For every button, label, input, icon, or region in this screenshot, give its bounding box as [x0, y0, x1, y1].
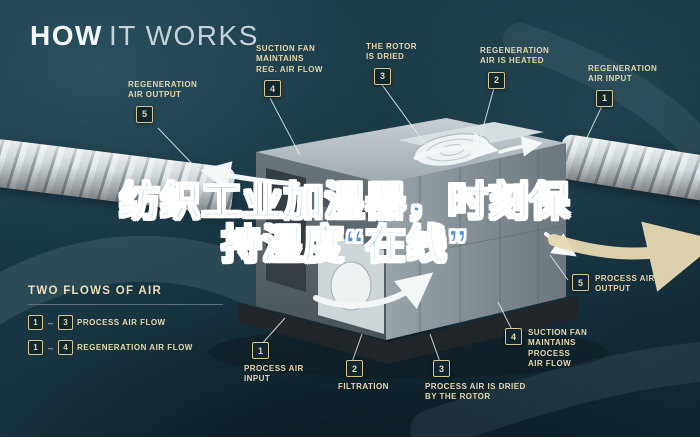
legend-heading: TWO FLOWS OF AIR — [28, 285, 163, 297]
callout-filtration: 2 FILTRATION — [338, 360, 408, 392]
legend-two-flows: TWO FLOWS OF AIR 1 – 3 PROCESS AIR FLOW … — [28, 285, 223, 355]
callout-label: SUCTION FAN MAINTAINS PROCESS AIR FLOW — [528, 328, 588, 369]
callout-label: REGENERATION AIR OUTPUT — [128, 80, 198, 100]
callout-label: REGENERATION AIR INPUT — [588, 64, 658, 84]
callout-label: FILTRATION — [338, 382, 389, 391]
title-it-works: IT WORKS — [108, 20, 259, 51]
callout-number: 4 — [505, 328, 522, 345]
callout-number: 5 — [572, 274, 589, 291]
legend-label: REGENERATION AIR FLOW — [77, 343, 193, 352]
callout-label: PROCESS AIR OUTPUT — [595, 274, 655, 294]
callout-number: 5 — [136, 105, 153, 123]
callout-label: REGENERATION AIR IS HEATED — [480, 46, 550, 66]
callout-regeneration-air-heated: REGENERATION AIR IS HEATED 2 — [480, 46, 556, 89]
callout-number: 4 — [264, 80, 281, 98]
callout-label: SUCTION FAN MAINTAINS REG. AIR FLOW — [256, 44, 323, 74]
callout-number: 3 — [374, 67, 391, 85]
callout-label: THE ROTOR IS DRIED — [366, 42, 418, 62]
callout-rotor-is-dried: THE ROTOR IS DRIED 3 — [366, 42, 428, 85]
legend-label: PROCESS AIR FLOW — [77, 318, 166, 327]
callout-regeneration-air-output: REGENERATION AIR OUTPUT 5 — [128, 80, 198, 123]
title-how: HOW — [30, 20, 103, 51]
callout-label: PROCESS AIR INPUT — [244, 364, 304, 384]
callout-suction-fan-reg: SUCTION FAN MAINTAINS REG. AIR FLOW 4 — [256, 44, 336, 98]
legend-dash: – — [48, 317, 54, 328]
headline-overlay: 纺织工业加湿器，时刻保 持湿度“在线” — [45, 180, 645, 267]
callout-number: 1 — [596, 89, 613, 107]
callout-process-air-dried: 3 PROCESS AIR IS DRIED BY THE ROTOR — [425, 360, 535, 403]
legend-dash: – — [48, 342, 54, 353]
callout-process-air-output: 5 PROCESS AIR OUTPUT — [572, 274, 662, 295]
legend-number-start: 1 — [28, 340, 43, 355]
callout-number: 2 — [488, 71, 505, 89]
callout-regeneration-air-input: REGENERATION AIR INPUT 1 — [588, 64, 660, 107]
callout-number: 3 — [433, 360, 450, 377]
headline-line1: 纺织工业加湿器，时刻保 — [119, 180, 571, 224]
callout-number: 2 — [346, 360, 363, 377]
callout-number: 1 — [252, 342, 269, 359]
legend-row-regeneration-air-flow: 1 – 4 REGENERATION AIR FLOW — [28, 340, 223, 355]
callout-process-air-input: 1 PROCESS AIR INPUT — [244, 342, 314, 385]
legend-divider — [28, 304, 223, 305]
callout-label: PROCESS AIR IS DRIED BY THE ROTOR — [425, 382, 526, 402]
rotor — [413, 133, 491, 167]
legend-number-end: 4 — [58, 340, 74, 355]
legend-row-process-air-flow: 1 – 3 PROCESS AIR FLOW — [28, 315, 223, 330]
headline-line2: 持湿度“在线” — [221, 222, 469, 267]
legend-number-start: 1 — [28, 315, 43, 330]
legend-number-end: 3 — [58, 315, 74, 330]
